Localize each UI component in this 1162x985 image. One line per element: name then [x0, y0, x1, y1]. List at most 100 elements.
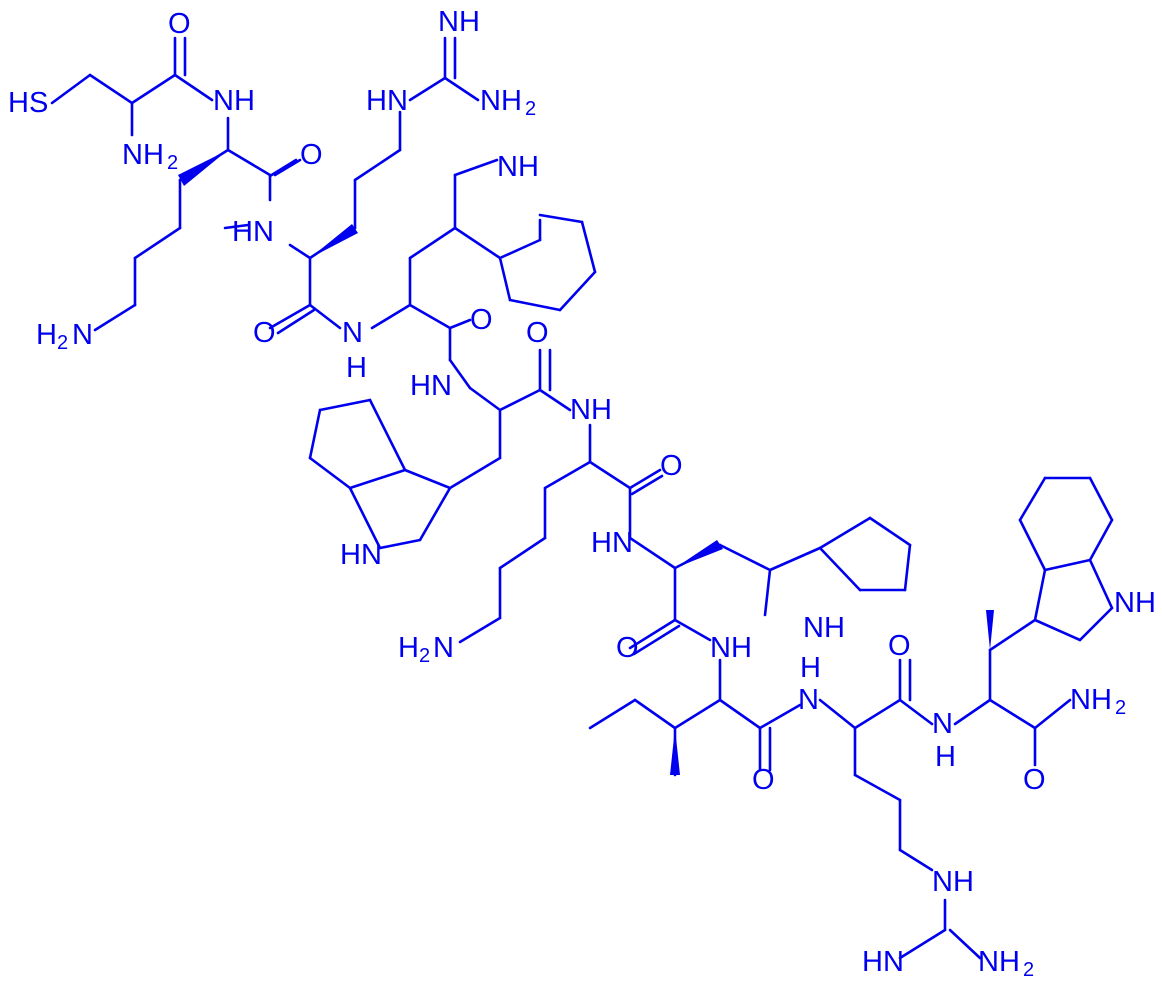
atom-label-nh: NH [932, 866, 974, 898]
atom-label-sub2: 2 [57, 332, 68, 354]
bond-line [378, 538, 422, 550]
bond-line [630, 474, 664, 496]
bond-line [898, 698, 934, 726]
bond-line [538, 213, 584, 224]
atom-label-o: O [300, 139, 323, 171]
bond-line [763, 568, 772, 617]
bond-line [948, 928, 982, 960]
bond-line [173, 73, 214, 102]
bond-line [370, 303, 412, 330]
bond-line [498, 238, 542, 260]
bond-line [903, 543, 912, 592]
bond-line [408, 76, 447, 102]
bond-line [1018, 476, 1047, 522]
bond-line [276, 308, 316, 335]
atom-label-guan-imine-hn: HN [862, 946, 904, 978]
bond-line [588, 698, 637, 730]
bond-line [353, 148, 402, 182]
bond-line [408, 226, 457, 260]
bond-line [868, 516, 912, 547]
bond-line [718, 543, 772, 572]
atom-label-hn: HN [232, 216, 274, 248]
atom-label-nh2: NH [122, 139, 164, 171]
bond-line [418, 486, 452, 542]
bond-line [223, 223, 250, 230]
bond-line [453, 226, 502, 260]
bond-line [443, 76, 480, 102]
bond-line [308, 303, 342, 330]
bond-line [988, 698, 1037, 730]
atom-label-h: H [935, 741, 956, 773]
bond-line [288, 243, 312, 260]
bond-line [898, 928, 947, 960]
atom-label-nh2: NH [480, 85, 522, 117]
atom-label-hn: HN [591, 527, 633, 559]
bond-line [498, 388, 542, 412]
bond-line [508, 298, 562, 312]
atom-label-nh: NH [1114, 587, 1156, 619]
bond-line [558, 270, 597, 312]
atom-label-sub2: 2 [1115, 697, 1126, 719]
bond-line [758, 703, 802, 730]
bond-line [308, 408, 322, 460]
bond-line [853, 773, 902, 802]
atom-label-n: N [932, 708, 953, 740]
atom-label-o: O [616, 632, 639, 664]
bond-line [468, 386, 502, 412]
atom-label-nh2: NH [1070, 684, 1112, 716]
stereo-wedge-layer [178, 150, 994, 775]
bond-line [93, 303, 137, 332]
atom-label-h: H [800, 652, 821, 684]
bond-line [628, 536, 677, 570]
bond-line [50, 73, 92, 105]
bond-line [88, 73, 134, 105]
bond-line [408, 303, 452, 330]
bond-line [273, 158, 302, 177]
atom-label-nh2: NH [978, 946, 1020, 978]
bond-line [543, 460, 592, 490]
bond-line [898, 848, 934, 872]
atom-label-h2n: H [36, 319, 57, 351]
bond-line [268, 303, 312, 330]
atom-label-hn: HN [340, 539, 382, 571]
stereo-wedge [986, 610, 994, 650]
bond-line [1088, 518, 1114, 562]
bond-line [588, 460, 632, 490]
atom-label-o: O [168, 8, 191, 40]
bond-line [1018, 518, 1047, 572]
bond-line [268, 158, 298, 178]
bond-line [818, 546, 862, 592]
bond-line [818, 698, 857, 730]
bond-line [580, 220, 597, 274]
bond-line [718, 698, 762, 730]
atom-label-h2n: H [398, 632, 419, 664]
bond-line [348, 468, 407, 490]
bond-line [453, 158, 499, 177]
bond-line [673, 698, 722, 730]
bond-line [953, 698, 992, 726]
atom-label-o: O [888, 630, 911, 662]
atom-label-sub2: 2 [419, 645, 430, 667]
bond-line [1088, 476, 1114, 522]
atom-label-n: N [342, 317, 363, 349]
bond-line [133, 226, 182, 260]
atom-label-nh: NH [497, 151, 539, 183]
stereo-wedge [670, 728, 680, 775]
stereo-wedge [675, 540, 723, 568]
atom-label-o: O [1023, 764, 1046, 796]
atom-label-o: O [752, 764, 775, 796]
bond-line [768, 546, 822, 572]
bond-line [1088, 558, 1114, 610]
bond-line [1033, 568, 1047, 622]
bond-line [853, 698, 902, 730]
bond-line [628, 468, 662, 490]
bond-line [818, 516, 872, 550]
bond-line [633, 698, 677, 730]
bond-line [226, 148, 272, 177]
atom-label-n: N [798, 684, 819, 716]
bond-line [1078, 606, 1114, 642]
bond-line [403, 468, 452, 490]
atom-label-nh: NH [803, 612, 845, 644]
bond-line [368, 398, 407, 472]
